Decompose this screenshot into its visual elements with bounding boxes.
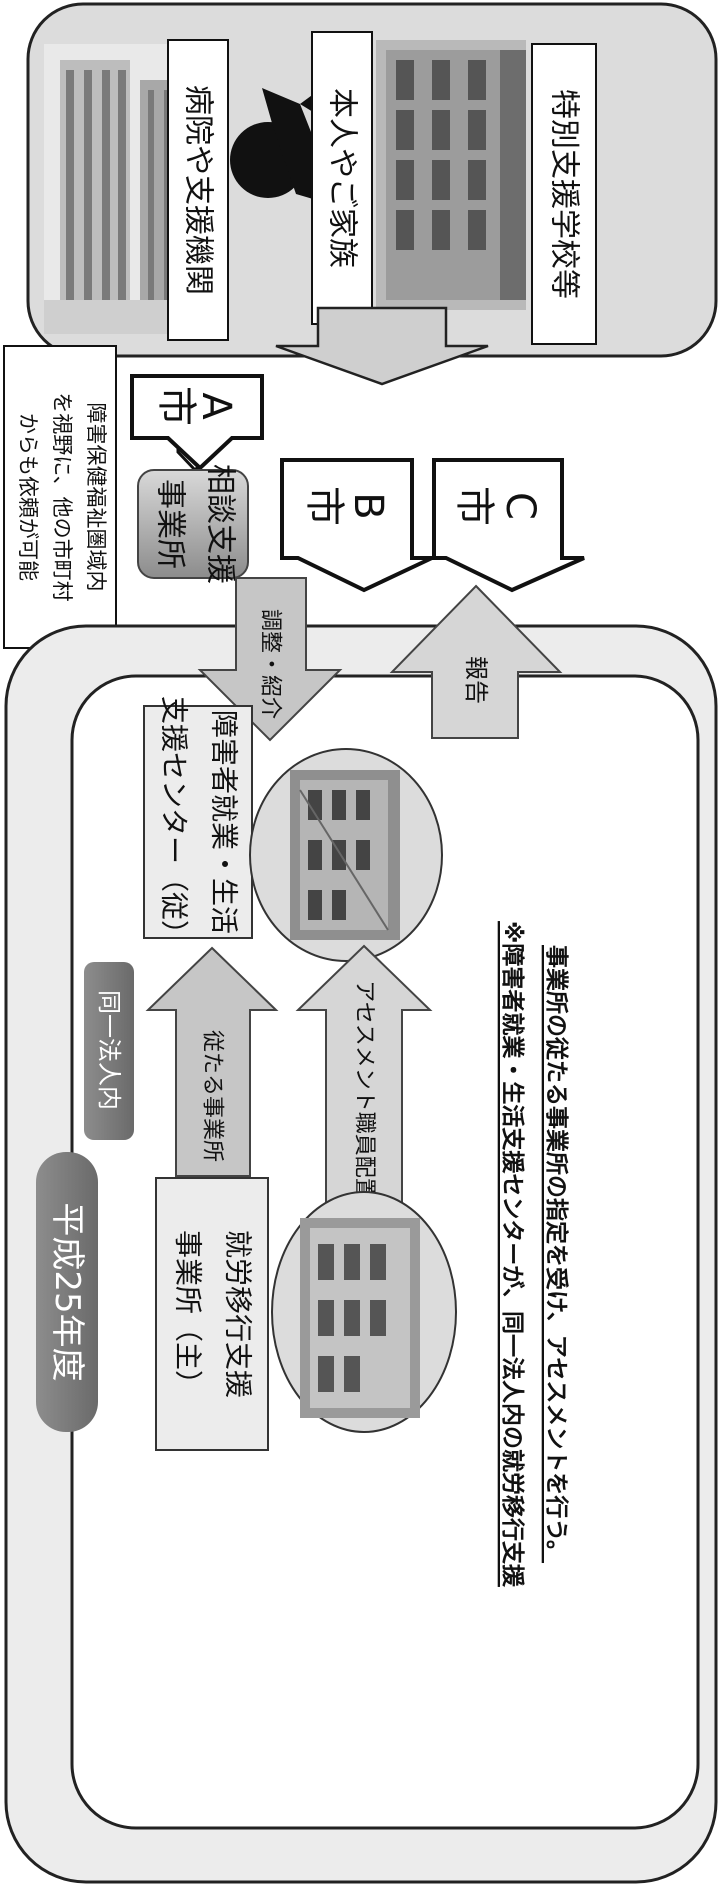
consult-center-line-2: 事業所 (153, 479, 188, 569)
city-b-kanji: 市 (301, 486, 347, 526)
assessment-label: アセスメント職員配置 (352, 980, 377, 1200)
coordination-arrow (197, 577, 343, 742)
city-c-letter: C (497, 492, 543, 520)
subordinate-label: 従たる事業所 (200, 1030, 225, 1162)
support-center-photo (249, 748, 443, 962)
school-label-box (531, 43, 597, 345)
school-photo (376, 40, 526, 310)
report-arrow (389, 584, 563, 739)
footnote-line-2: 事業所の従たる事業所の指定を受け、アセスメントを行う。 (543, 945, 570, 1563)
city-a-letter: A (193, 392, 239, 420)
year-badge: 平成25年度 (36, 1152, 98, 1432)
note-line-1: 障害保健福祉圏域内 (84, 403, 108, 592)
city-b-arrow (280, 458, 433, 593)
city-a-kanji: 市 (153, 386, 199, 426)
transition-office-line-1: 就労移行支援 (222, 1230, 255, 1398)
note-line-2: を視野に、他の市町村 (50, 392, 74, 601)
consult-center-line-1: 相談支援 (203, 464, 238, 584)
support-center-line-1: 障害者就業・生活 (208, 710, 241, 934)
hospital-label: 病院や支援機関 (181, 85, 216, 295)
consult-center: 相談支援 事業所 (137, 464, 249, 584)
transition-office-photo (271, 1191, 457, 1433)
subordinate-arrow (145, 946, 279, 1177)
area-note: 障害保健福祉圏域内 を視野に、他の市町村 からも依頼が可能 (3, 345, 117, 649)
city-b-letter: B (345, 492, 391, 519)
transition-office-line-2: 事業所（主） (172, 1230, 205, 1398)
footnote: ※障害者就業・生活支援センターが、同一法人内の就労移行支援 事業所の従たる事業所… (499, 921, 570, 1588)
support-center-box: 障害者就業・生活 支援センター（従） (143, 696, 253, 948)
note-line-3: からも依頼が可能 (16, 413, 40, 581)
family-label: 本人やご家族 (325, 88, 360, 268)
support-center-line-2: 支援センター（従） (158, 696, 191, 948)
city-c-kanji: 市 (451, 486, 497, 526)
family-label-box (311, 31, 373, 325)
top-panel: 病院や支援機関 本人やご家族 特別支援学校等 (26, 2, 718, 358)
city-a-arrow (130, 374, 264, 471)
same-corp-badge: 同一法人内 (84, 962, 134, 1140)
school-label: 特別支援学校等 (547, 89, 582, 299)
intake-arrow (275, 306, 489, 386)
transition-office-box: 就労移行支援 事業所（主） (155, 1177, 269, 1451)
footnote-line-1: ※障害者就業・生活支援センターが、同一法人内の就労移行支援 (499, 921, 526, 1588)
city-c-arrow (432, 458, 585, 593)
year-label: 平成25年度 (47, 1202, 87, 1381)
hospital-label-box (167, 39, 229, 341)
same-corp-label: 同一法人内 (95, 990, 123, 1110)
coordination-label: 調整・紹介 (258, 609, 283, 719)
report-label: 報告 (462, 656, 490, 704)
